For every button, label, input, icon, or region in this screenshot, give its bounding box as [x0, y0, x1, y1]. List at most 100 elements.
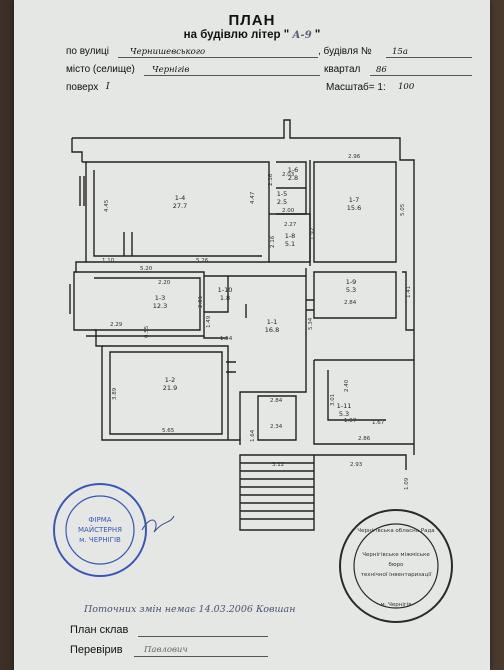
svg-text:МАЙСТЕРНЯ: МАЙСТЕРНЯ: [78, 525, 122, 534]
svg-text:1-8: 1-8: [285, 232, 296, 240]
scale-label: Масштаб= 1:: [326, 82, 386, 93]
dimension-label: 2.84: [270, 398, 283, 404]
svg-text:технічної інвентаризації: технічної інвентаризації: [361, 572, 432, 578]
left-stamp: ФІРМА МАЙСТЕРНЯ м. ЧЕРНІГІВ: [53, 483, 175, 577]
dimension-label: 2.27: [284, 222, 297, 228]
street-label: по вулиці: [66, 46, 109, 57]
dimension-label: 1.67: [372, 420, 385, 426]
dimension-label: 1.57: [344, 418, 357, 424]
dimension-label: 3.01: [330, 394, 336, 406]
dimension-label: 5.34: [308, 317, 314, 330]
floor-value: І: [106, 82, 110, 92]
city-label: місто (селище): [66, 64, 135, 75]
dimension-label: 2.16: [270, 235, 276, 248]
room-label: 1-101.8: [218, 286, 233, 302]
svg-text:1-3: 1-3: [155, 294, 166, 302]
svg-text:1-11: 1-11: [337, 402, 352, 410]
dimension-label: 2.40: [344, 379, 350, 392]
dimension-label: 5.05: [400, 203, 406, 216]
svg-text:16.8: 16.8: [265, 326, 279, 334]
dimension-label: 2.00: [282, 208, 295, 214]
dimension-label: 2.84: [344, 300, 357, 306]
building-label: , будівля №: [318, 46, 372, 57]
dimension-label: 3.89: [112, 387, 118, 400]
room-label: 1-85.1: [285, 232, 296, 248]
svg-text:27.7: 27.7: [173, 202, 187, 210]
svg-text:5.3: 5.3: [339, 410, 349, 418]
dimension-label: 2.81: [198, 296, 204, 308]
svg-text:1-6: 1-6: [288, 166, 299, 174]
dimension-label: 2.96: [348, 154, 361, 160]
dimension-label: 2.93: [350, 462, 363, 468]
dimension-label: 2.29: [110, 322, 123, 328]
dimension-label: 5.65: [162, 428, 175, 434]
svg-text:Чернігівське міжміське: Чернігівське міжміське: [362, 552, 430, 558]
page-subtitle: на будівлю літер " А-9 ": [183, 29, 321, 41]
city-value: Чернігів: [152, 65, 190, 75]
svg-text:м. ЧЕРНІГІВ: м. ЧЕРНІГІВ: [79, 536, 121, 544]
room-label: 1-62.8: [288, 166, 299, 182]
svg-text:бюро: бюро: [389, 562, 405, 568]
background-edge: [490, 0, 504, 670]
block-label: квартал: [324, 64, 361, 75]
dimension-label: 1.64: [250, 429, 256, 442]
dimension-label: 2.20: [158, 280, 171, 286]
dimension-label: 1.54: [220, 336, 233, 342]
svg-text:м. Чернігів: м. Чернігів: [380, 602, 411, 608]
room-label: 1-427.7: [173, 194, 187, 210]
dimension-label: 4.45: [104, 199, 110, 212]
dimension-label: 1.41: [406, 286, 412, 298]
building-value: 15а: [392, 47, 408, 57]
room-labels: 1-427.7 1-62.8 1-52.5 1-715.6 1-85.1 1-3…: [153, 166, 361, 418]
dimension-labels: 2.96 4.45 4.47 2.16 2.00 5.20 5.26 1.10 …: [102, 154, 412, 490]
svg-text:1-10: 1-10: [218, 286, 233, 294]
room-label: 1-116.8: [265, 318, 279, 334]
floor-label: поверх: [66, 82, 99, 93]
room-label: 1-715.6: [347, 196, 361, 212]
dimension-label: 2.16: [268, 173, 274, 186]
svg-text:1.8: 1.8: [220, 294, 230, 302]
svg-text:12.3: 12.3: [153, 302, 167, 310]
dimension-label: 2.86: [358, 436, 371, 442]
dimension-label: 3.12: [272, 462, 284, 468]
liter-value: А-9: [292, 30, 312, 41]
page-title: ПЛАН: [228, 12, 276, 29]
svg-text:15.6: 15.6: [347, 204, 361, 212]
svg-text:1-2: 1-2: [165, 376, 176, 384]
dimension-label: 1.92: [310, 228, 316, 240]
svg-text:1-7: 1-7: [349, 196, 360, 204]
svg-text:1-4: 1-4: [175, 194, 186, 202]
svg-text:ФІРМА: ФІРМА: [88, 516, 111, 524]
document-sheet: ПЛАН на будівлю літер " А-9 " по вулиці …: [14, 0, 490, 670]
svg-text:2.8: 2.8: [288, 174, 298, 182]
dimension-label: 5.20: [140, 266, 153, 272]
dimension-label: 1.10: [102, 258, 115, 264]
checked-by-value: Павлович: [144, 645, 188, 655]
room-label: 1-95.3: [346, 278, 357, 294]
dimension-label: 5.26: [196, 258, 209, 264]
dimension-label: 1.09: [404, 477, 410, 490]
plan-walls: [69, 119, 415, 531]
svg-text:1-5: 1-5: [277, 190, 288, 198]
dimension-label: 2.03: [282, 172, 295, 178]
right-stamp: Чернігівська обласна Рада Чернігівське м…: [339, 509, 453, 623]
room-label: 1-52.5: [277, 190, 288, 206]
svg-text:1-1: 1-1: [267, 318, 278, 326]
svg-text:5.3: 5.3: [346, 286, 356, 294]
block-value: 86: [376, 65, 387, 75]
drawn-by-label: План склав: [70, 624, 129, 636]
floor-plan: 1-427.7 1-62.8 1-52.5 1-715.6 1-85.1 1-3…: [53, 119, 453, 623]
room-label: 1-312.3: [153, 294, 167, 310]
svg-text:2.5: 2.5: [277, 198, 287, 206]
street-value: Чернишевського: [130, 47, 206, 57]
dimension-label: 1.49: [206, 315, 212, 328]
dimension-label: 4.47: [250, 191, 256, 204]
correction-note: Поточних змін немає 14.03.2006 Ковшан: [84, 604, 296, 615]
svg-text:21.9: 21.9: [163, 384, 177, 392]
room-label: 1-221.9: [163, 376, 177, 392]
checked-by-label: Перевірив: [70, 644, 123, 656]
svg-text:5.1: 5.1: [285, 240, 295, 248]
scale-value: 100: [398, 82, 415, 92]
dimension-label: 0.55: [144, 325, 150, 338]
svg-text:Чернігівська обласна Рада: Чернігівська обласна Рада: [357, 528, 434, 534]
